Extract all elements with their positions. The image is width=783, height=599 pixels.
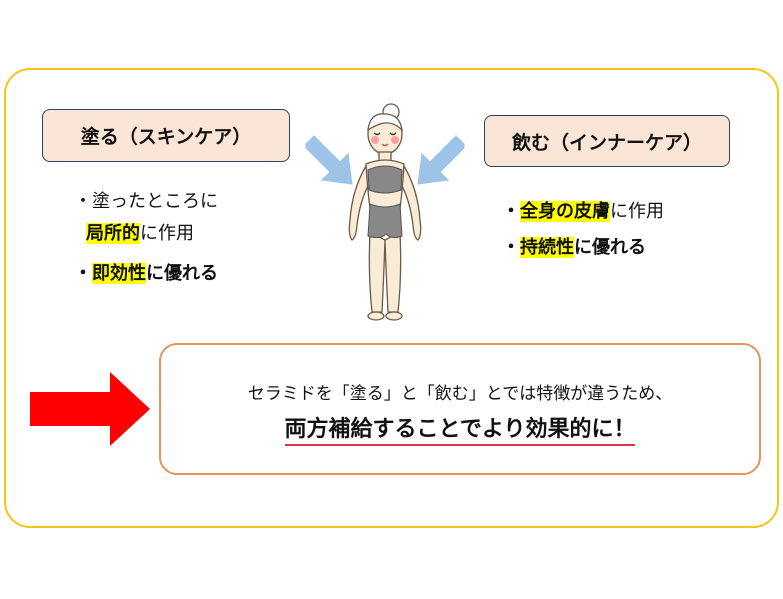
topical-feature-2-post: に優れる	[146, 263, 218, 284]
summary-line-2: 両方補給することでより効果的に！	[284, 417, 636, 446]
blue-arrow-icon	[305, 135, 353, 185]
topical-feature-1: ・塗ったところに	[74, 186, 218, 218]
immediate-highlight: 即効性	[92, 263, 146, 284]
summary-box: セラミドを「塗る」と「飲む」とでは特徴が違うため、 両方補給することでより効果的…	[159, 343, 761, 475]
oral-feature-1-prefix: ・	[502, 201, 520, 222]
oral-feature-1-post: に作用	[610, 201, 664, 222]
blue-arrow-icon	[417, 135, 465, 185]
oral-care-label-text: 飲む（インナーケア）	[511, 131, 702, 154]
local-highlight: 局所的	[86, 223, 140, 244]
topical-feature-2-prefix: ・	[74, 263, 92, 284]
oral-feature-1: ・全身の皮膚に作用	[502, 196, 664, 228]
topical-feature-1-post: に作用	[140, 223, 194, 244]
topical-feature-2: ・即効性に優れる	[74, 258, 218, 290]
red-arrow-icon	[30, 372, 150, 446]
topical-feature-1-text: ・塗ったところに	[74, 191, 218, 212]
oral-feature-2: ・持続性に優れる	[502, 232, 646, 264]
topical-feature-1-cont: 局所的に作用	[86, 218, 194, 250]
woman-figure-illustration	[348, 103, 422, 321]
summary-line-1: セラミドを「塗る」と「飲む」とでは特徴が違うため、	[247, 384, 673, 404]
whole-body-highlight: 全身の皮膚	[520, 201, 610, 222]
outer-frame	[4, 68, 779, 528]
sustained-highlight: 持続性	[520, 237, 574, 258]
topical-care-label-text: 塗る（スキンケア）	[80, 126, 252, 148]
summary-line-2-wrap: 両方補給することでより効果的に！	[161, 411, 759, 446]
oral-feature-2-prefix: ・	[502, 237, 520, 258]
oral-feature-2-post: に優れる	[574, 237, 646, 258]
oral-care-label: 飲む（インナーケア）	[484, 115, 730, 167]
topical-care-label: 塗る（スキンケア）	[42, 109, 290, 162]
